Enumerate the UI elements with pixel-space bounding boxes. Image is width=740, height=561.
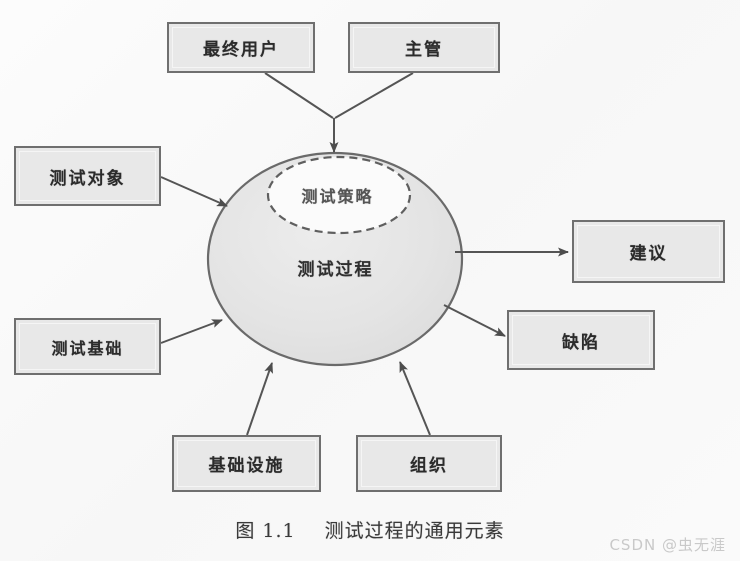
node-infrastructure[interactable]: 基础设施 bbox=[172, 435, 321, 492]
edge-test-object-to-process bbox=[160, 176, 228, 207]
node-defects-label: 缺陷 bbox=[562, 332, 600, 353]
edge-organization-to-process bbox=[399, 361, 431, 436]
figure-caption-number: 图 1.1 bbox=[235, 520, 296, 542]
node-test-basis-label: 测试基础 bbox=[51, 338, 124, 358]
node-organization[interactable]: 组织 bbox=[356, 435, 502, 492]
node-end-user[interactable]: 最终用户 bbox=[167, 22, 315, 73]
edge-test-basis-to-process bbox=[160, 319, 223, 344]
node-recommendation-label: 建议 bbox=[629, 244, 668, 264]
node-infrastructure-label: 基础设施 bbox=[208, 456, 285, 476]
edge-supervisor-to-process bbox=[334, 72, 414, 119]
node-test-object-label: 测试对象 bbox=[49, 168, 126, 189]
node-end-user-label: 最终用户 bbox=[203, 40, 279, 60]
node-organization-label: 组织 bbox=[410, 456, 448, 476]
node-test-basis[interactable]: 测试基础 bbox=[14, 318, 161, 375]
edge-end-user-to-process bbox=[264, 72, 334, 119]
csdn-watermark: CSDN @虫无涯 bbox=[609, 536, 726, 554]
node-test-object[interactable]: 测试对象 bbox=[14, 146, 161, 206]
figure-caption-text: 测试过程的通用元素 bbox=[324, 520, 505, 542]
node-supervisor-label: 主管 bbox=[405, 40, 443, 60]
edge-process-to-defects bbox=[443, 304, 506, 337]
node-supervisor[interactable]: 主管 bbox=[348, 22, 500, 73]
figure-caption: 图 1.1 测试过程的通用元素 bbox=[0, 516, 740, 543]
edge-infrastructure-to-process bbox=[246, 362, 273, 436]
node-defects[interactable]: 缺陷 bbox=[507, 310, 655, 370]
node-recommendation[interactable]: 建议 bbox=[572, 220, 725, 283]
test-strategy-ellipse bbox=[266, 155, 412, 235]
